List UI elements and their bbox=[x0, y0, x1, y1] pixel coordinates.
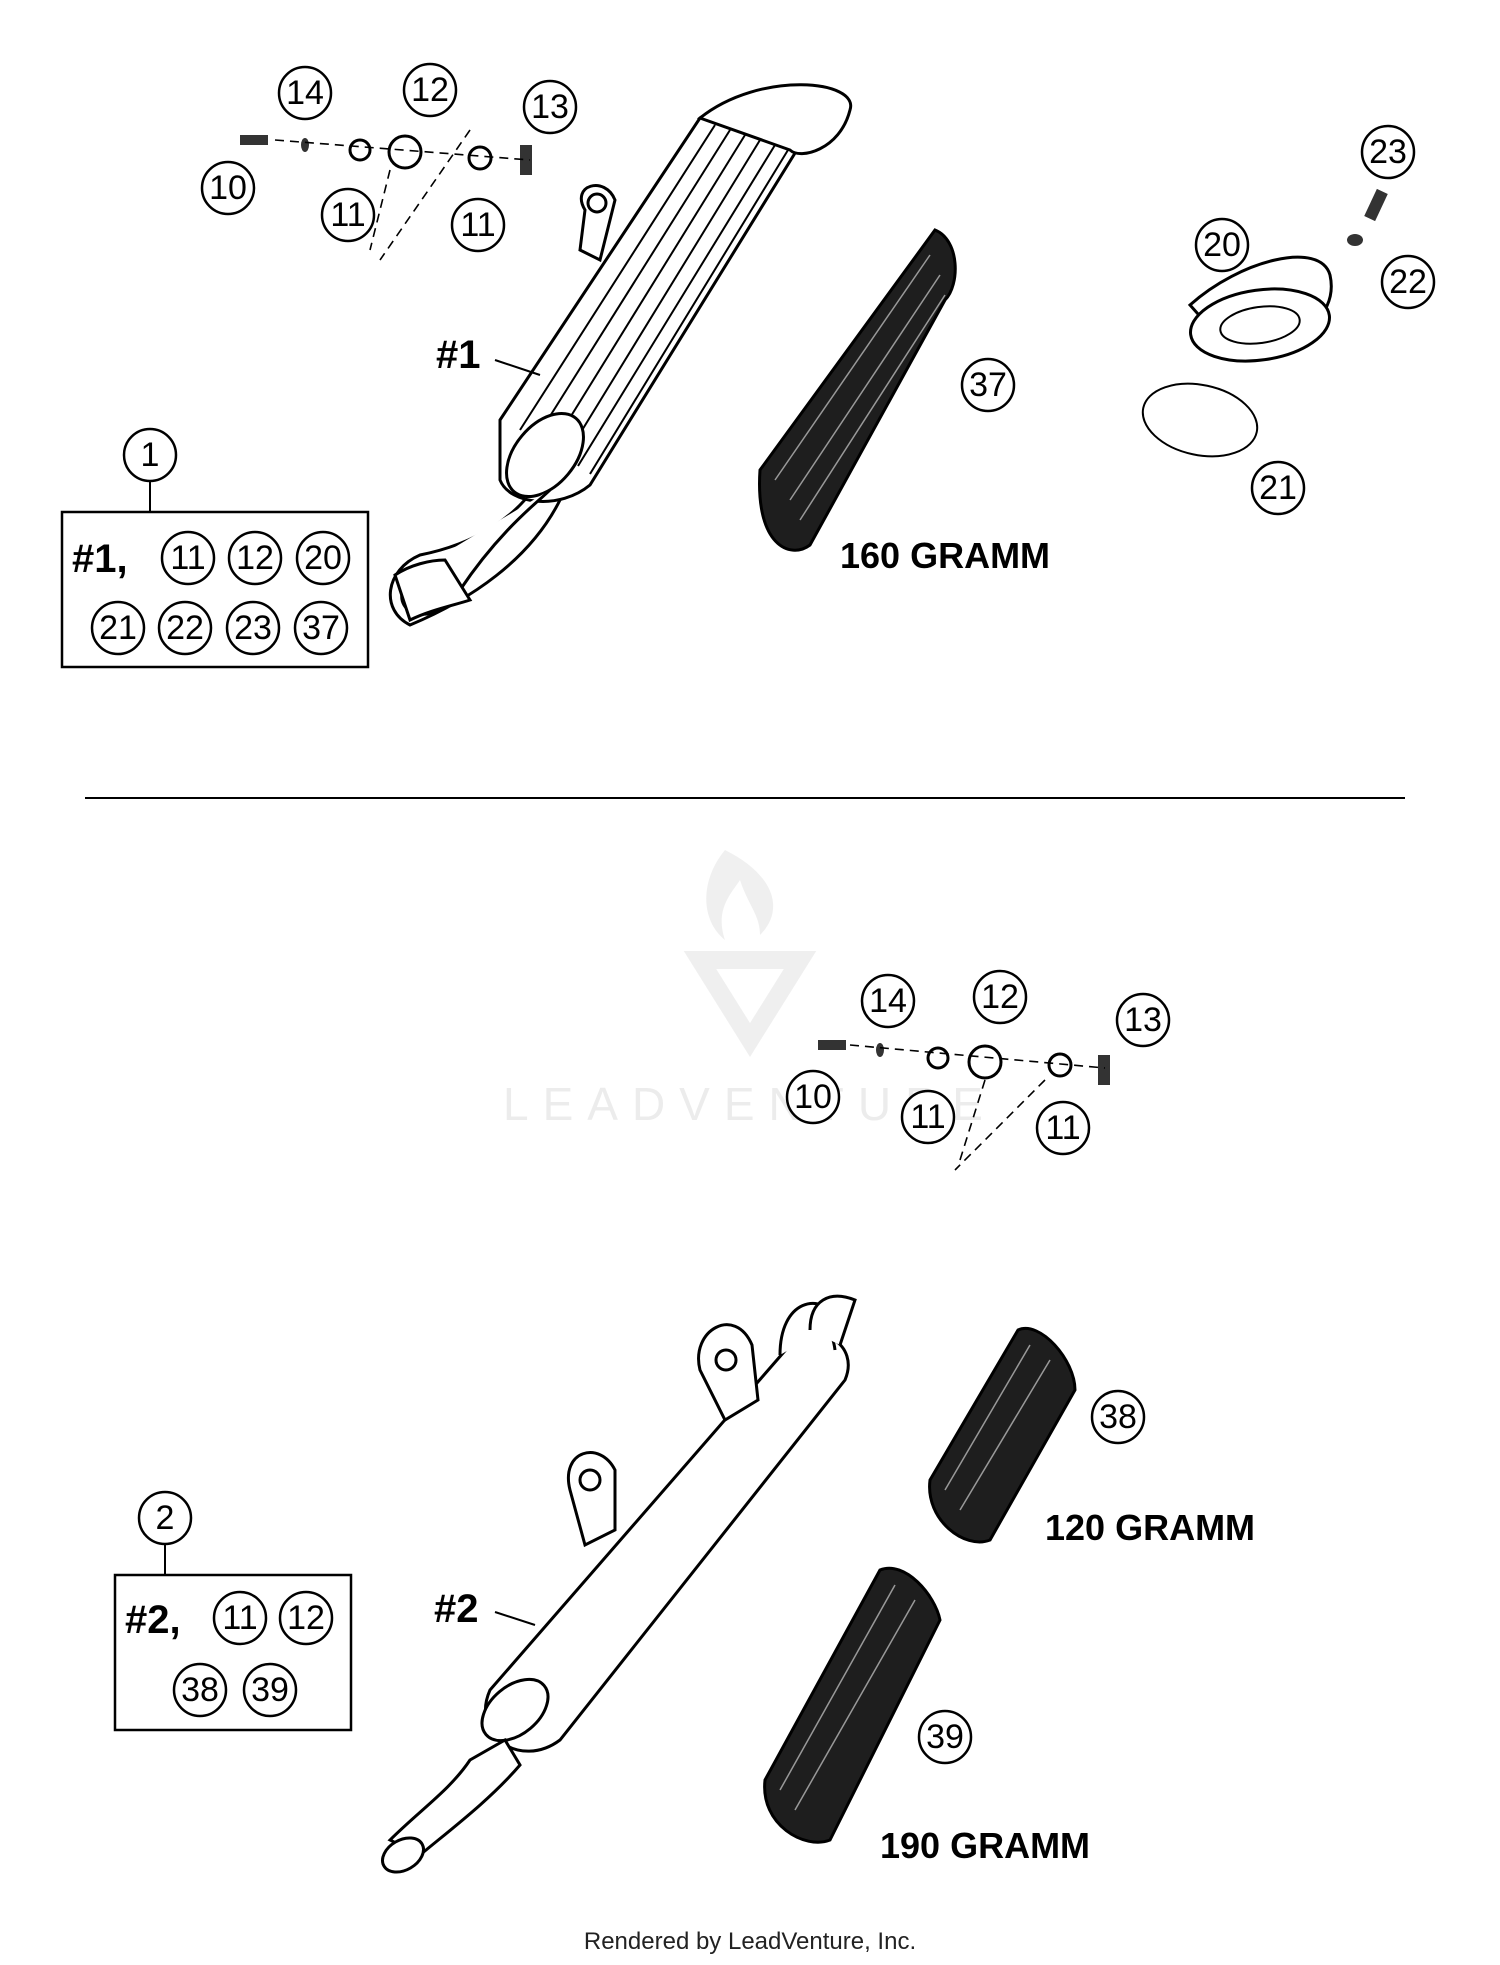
silencer-1-label: #1 bbox=[436, 333, 481, 377]
callout-11a-bottom: 11 bbox=[900, 1089, 956, 1145]
svg-text:11: 11 bbox=[1045, 1109, 1080, 1147]
svg-text:21: 21 bbox=[1259, 469, 1297, 507]
svg-text:37: 37 bbox=[302, 609, 340, 647]
packing-37: 160 GRAMM bbox=[758, 228, 1050, 576]
svg-text:38: 38 bbox=[1099, 1398, 1137, 1436]
svg-text:23: 23 bbox=[234, 609, 272, 647]
callout-13-top: 13 bbox=[522, 79, 578, 135]
svg-text:22: 22 bbox=[166, 609, 204, 647]
callout-10-top: 10 bbox=[200, 160, 256, 216]
bottom-assembly: 14 12 13 10 11 11 #2 38 120 GRAMM bbox=[113, 969, 1255, 1874]
kit-2-item-39: 39 bbox=[242, 1662, 298, 1718]
callout-23-top: 23 bbox=[1360, 124, 1416, 180]
svg-text:10: 10 bbox=[209, 169, 247, 207]
svg-text:23: 23 bbox=[1369, 133, 1407, 171]
packing-39-weight: 190 GRAMM bbox=[880, 1825, 1090, 1866]
svg-text:39: 39 bbox=[251, 1671, 289, 1709]
svg-text:39: 39 bbox=[926, 1718, 964, 1756]
svg-text:11: 11 bbox=[460, 206, 495, 244]
packing-38: 38 120 GRAMM bbox=[928, 1326, 1255, 1548]
silencer-1: #1 bbox=[388, 83, 853, 627]
svg-text:2: 2 bbox=[156, 1499, 175, 1537]
kit-1-item-11: 11 bbox=[160, 530, 216, 586]
silencer-2-label: #2 bbox=[434, 1587, 479, 1631]
callout-12-bottom: 12 bbox=[972, 969, 1028, 1025]
svg-text:11: 11 bbox=[170, 539, 205, 577]
svg-text:13: 13 bbox=[1124, 1001, 1162, 1039]
svg-text:21: 21 bbox=[99, 609, 137, 647]
callout-14-top: 14 bbox=[277, 65, 333, 121]
kit-2-item-38: 38 bbox=[172, 1662, 228, 1718]
kit-1-item-20: 20 bbox=[295, 530, 351, 586]
svg-text:11: 11 bbox=[330, 196, 365, 234]
callout-20-top: 20 bbox=[1194, 217, 1250, 273]
packing-39: 39 190 GRAMM bbox=[763, 1566, 1090, 1866]
callout-39: 39 bbox=[917, 1709, 973, 1765]
callout-38: 38 bbox=[1090, 1389, 1146, 1445]
callout-11a-top: 11 bbox=[320, 187, 376, 243]
svg-text:37: 37 bbox=[969, 366, 1007, 404]
kit-2-callout: 2 bbox=[137, 1490, 193, 1546]
end-cap-top bbox=[1141, 188, 1388, 458]
kit-2-item-12: 12 bbox=[278, 1590, 334, 1646]
footer-credit: Rendered by LeadVenture, Inc. bbox=[583, 1928, 917, 1955]
svg-text:22: 22 bbox=[1389, 263, 1427, 301]
callout-12-top: 12 bbox=[402, 62, 458, 118]
mounting-hardware-bottom bbox=[818, 1040, 1110, 1171]
svg-text:10: 10 bbox=[794, 1078, 832, 1116]
svg-text:14: 14 bbox=[286, 74, 324, 112]
kit-2-ref: #2, bbox=[125, 1598, 181, 1642]
kit-1-item-22: 22 bbox=[157, 600, 213, 656]
svg-text:20: 20 bbox=[1203, 226, 1241, 264]
svg-text:1: 1 bbox=[141, 436, 160, 474]
svg-text:20: 20 bbox=[304, 539, 342, 577]
svg-text:12: 12 bbox=[287, 1599, 325, 1637]
kit-1: 1 #1, 11 12 20 21 22 23 37 bbox=[60, 427, 370, 669]
kit-1-item-12: 12 bbox=[227, 530, 283, 586]
svg-text:14: 14 bbox=[869, 982, 907, 1020]
svg-text:38: 38 bbox=[181, 1671, 219, 1709]
kit-1-item-21: 21 bbox=[90, 600, 146, 656]
kit-1-ref: #1, bbox=[72, 537, 128, 581]
svg-text:11: 11 bbox=[222, 1599, 257, 1637]
packing-38-weight: 120 GRAMM bbox=[1045, 1507, 1255, 1548]
callout-13-bottom: 13 bbox=[1115, 992, 1171, 1048]
svg-text:12: 12 bbox=[981, 978, 1019, 1016]
callout-22-top: 22 bbox=[1380, 254, 1436, 310]
kit-1-item-37: 37 bbox=[293, 600, 349, 656]
callout-14-bottom: 14 bbox=[860, 973, 916, 1029]
callout-10-bottom: 10 bbox=[785, 1069, 841, 1125]
kit-2: 2 #2, 11 12 38 39 bbox=[113, 1490, 353, 1732]
callout-11b-top: 11 bbox=[450, 197, 506, 253]
svg-text:12: 12 bbox=[411, 71, 449, 109]
svg-text:13: 13 bbox=[531, 88, 569, 126]
svg-text:12: 12 bbox=[236, 539, 274, 577]
svg-text:11: 11 bbox=[910, 1098, 945, 1136]
kit-1-item-23: 23 bbox=[225, 600, 281, 656]
kit-1-callout: 1 bbox=[122, 427, 178, 483]
silencer-2: #2 bbox=[381, 1294, 857, 1874]
callout-11b-bottom: 11 bbox=[1035, 1100, 1091, 1156]
callout-21-top: 21 bbox=[1250, 460, 1306, 516]
top-assembly: #1 bbox=[60, 62, 1436, 669]
mounting-hardware-top bbox=[240, 129, 532, 261]
packing-37-weight: 160 GRAMM bbox=[840, 535, 1050, 576]
leadventure-watermark: LEADVENTURE bbox=[503, 850, 983, 1130]
callout-37-top: 37 bbox=[960, 357, 1016, 413]
kit-2-item-11: 11 bbox=[212, 1590, 268, 1646]
